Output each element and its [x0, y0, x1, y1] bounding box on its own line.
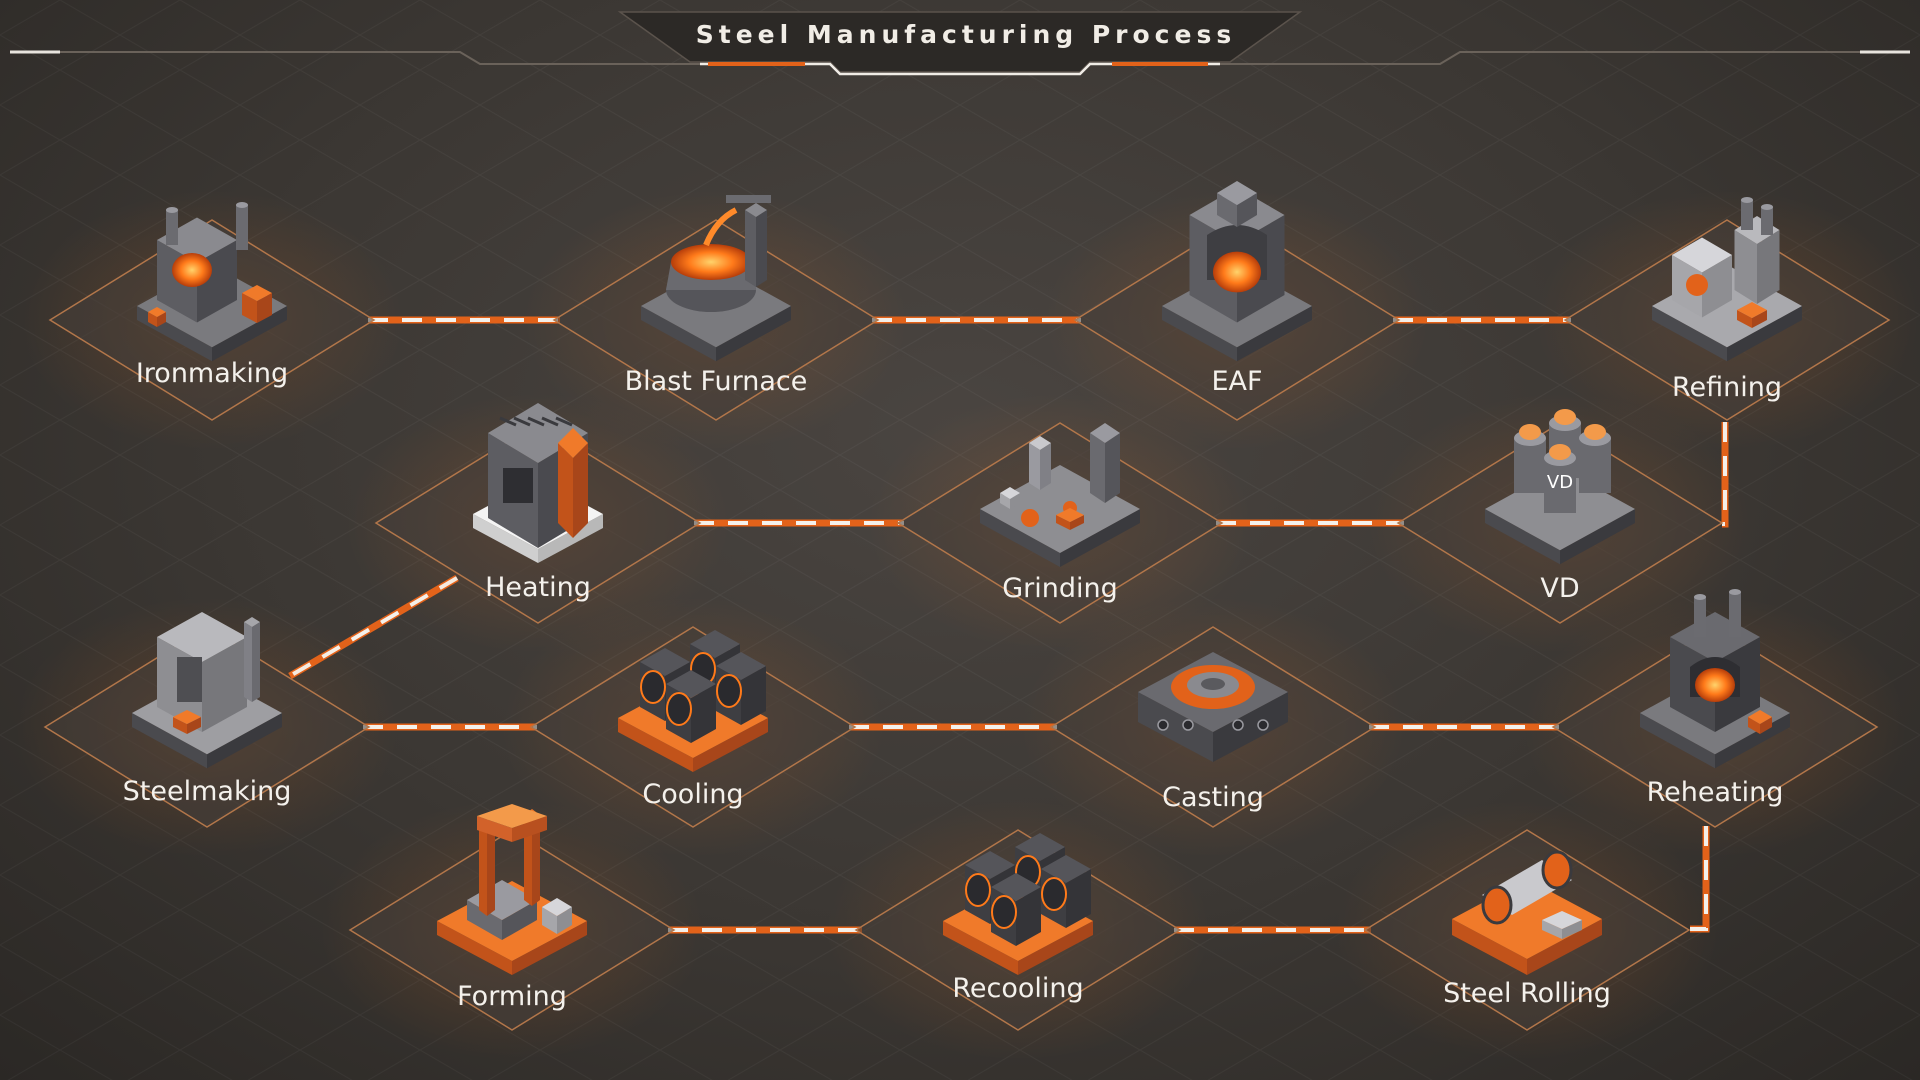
node-reheating[interactable]: Reheating	[1523, 589, 1907, 857]
node-label-steel-rolling: Steel Rolling	[1443, 978, 1611, 1009]
node-label-vd: VD	[1540, 573, 1579, 604]
node-vd[interactable]: VD VD	[1368, 393, 1752, 653]
page-title: Steel Manufacturing Process	[696, 20, 1236, 49]
node-label-steelmaking: Steelmaking	[123, 776, 292, 807]
node-label-heating: Heating	[485, 572, 591, 603]
casting-wheel-icon	[1138, 652, 1288, 762]
node-ironmaking[interactable]: Ironmaking	[20, 190, 404, 450]
node-blast-furnace[interactable]: Blast Furnace	[524, 190, 908, 450]
vd-tank-text: VD	[1547, 472, 1573, 493]
cooling-fans-icon	[618, 630, 768, 772]
header: Steel Manufacturing Process	[10, 11, 1910, 76]
node-steelmaking[interactable]: Steelmaking	[15, 597, 399, 857]
node-grinding[interactable]: Grinding	[868, 393, 1252, 653]
molten-ladle-icon	[641, 195, 791, 362]
forming-press-icon	[437, 804, 587, 975]
node-label-casting: Casting	[1162, 782, 1264, 813]
furnace-machine-icon	[137, 202, 287, 362]
node-label-refining: Refining	[1672, 372, 1782, 403]
node-heating[interactable]: Heating	[346, 393, 730, 653]
node-label-forming: Forming	[457, 981, 567, 1012]
node-label-ironmaking: Ironmaking	[136, 358, 288, 389]
node-label-recooling: Recooling	[952, 973, 1083, 1004]
node-steel-rolling[interactable]: Steel Rolling	[1335, 800, 1719, 1060]
node-recooling[interactable]: Recooling	[826, 800, 1210, 1060]
node-label-eaf: EAF	[1211, 366, 1262, 397]
node-cooling[interactable]: Cooling	[501, 597, 885, 857]
process-nodes: Ironmaking Blast Furnace EAF RefiningHeatin…	[15, 181, 1919, 1060]
electric-arc-furnace-icon	[1162, 181, 1312, 362]
node-forming[interactable]: Forming	[320, 800, 704, 1060]
steel-roller-icon	[1452, 850, 1602, 975]
node-label-cooling: Cooling	[642, 779, 743, 810]
node-eaf[interactable]: EAF	[1045, 181, 1429, 450]
node-label-reheating: Reheating	[1647, 777, 1784, 808]
steelmaking-press-icon	[132, 612, 282, 769]
cooling-fans-icon	[943, 833, 1093, 975]
node-label-grinding: Grinding	[1002, 573, 1118, 604]
node-refining[interactable]: Refining	[1535, 190, 1919, 450]
vacuum-degassing-tanks-icon: VD	[1485, 409, 1635, 565]
heating-unit-icon	[473, 403, 603, 563]
node-label-blast-furnace: Blast Furnace	[625, 366, 808, 397]
reheating-furnace-icon	[1640, 589, 1790, 769]
header-base-line	[700, 62, 1220, 76]
grinding-station-icon	[980, 423, 1140, 567]
node-casting[interactable]: Casting	[1021, 597, 1405, 857]
refining-plant-icon	[1652, 197, 1802, 362]
